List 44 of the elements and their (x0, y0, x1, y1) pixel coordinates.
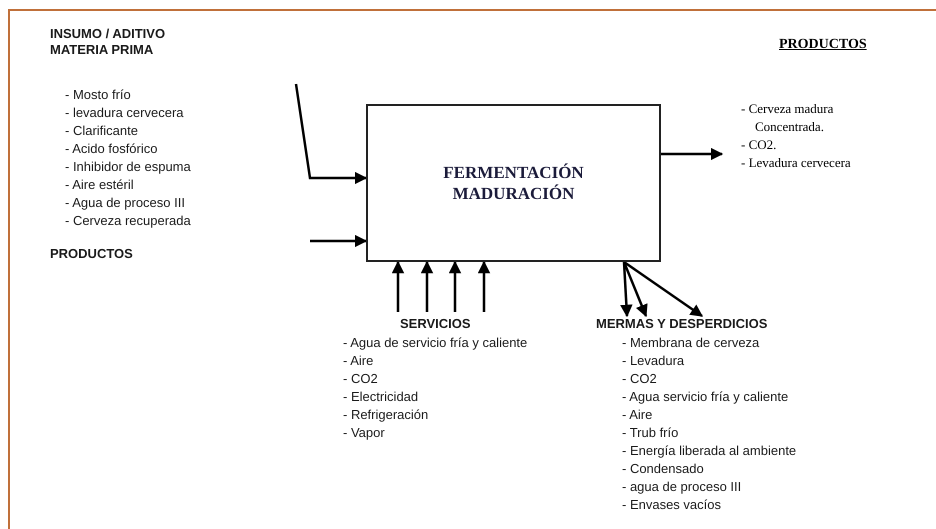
list-item: - CO2 (622, 370, 657, 388)
arrow (620, 262, 633, 318)
list-item: - CO2 (343, 370, 378, 388)
arrow (392, 260, 404, 312)
list-item: - Envases vacíos (622, 496, 721, 514)
process-title: FERMENTACIÓN MADURACIÓN (442, 162, 585, 204)
list-item: - Agua de servicio fría y caliente (343, 334, 528, 352)
list-item: - Aire estéril (64, 176, 134, 194)
section-heading: PRODUCTOS (50, 246, 133, 262)
list-item: - Membrana de cerveza (622, 334, 760, 352)
arrow (448, 260, 462, 312)
list-item: - Inhibidor de espuma (64, 158, 191, 176)
list-item: - Aire (622, 406, 652, 424)
list-item: - agua de proceso III (622, 478, 742, 496)
list-item: - Aire (343, 352, 374, 370)
arrow (661, 148, 724, 160)
arrow (623, 260, 704, 318)
list-item: - levadura cervecera (64, 104, 184, 122)
arrow (310, 234, 368, 248)
list-item: - Clarificante (64, 122, 138, 140)
arrow (622, 262, 648, 318)
section-heading: SERVICIOS (400, 316, 471, 332)
section-heading: MERMAS Y DESPERDICIOS (596, 316, 768, 332)
list-item: - Condensado (622, 460, 704, 478)
section-heading: INSUMO / ADITIVO MATERIA PRIMA (50, 26, 166, 58)
list-item: - Mosto frío (64, 86, 131, 104)
list-item: - Levadura cervecera (741, 154, 852, 172)
list-item: - CO2. (741, 136, 778, 154)
list-item: - Vapor (343, 424, 385, 442)
list-item: - Refrigeración (343, 406, 428, 424)
list-item: - Acido fosfórico (64, 140, 158, 158)
process-box (366, 104, 661, 262)
list-item: - Cerveza recuperada (64, 212, 191, 230)
arrow (420, 260, 434, 312)
list-item: - Energía liberada al ambiente (622, 442, 796, 460)
list-item: - Cerveza madura Concentrada. (741, 100, 834, 136)
arrow (294, 84, 368, 184)
section-heading: PRODUCTOS (779, 36, 867, 54)
list-item: - Agua servicio fría y caliente (622, 388, 788, 406)
list-item: - Electricidad (343, 388, 418, 406)
list-item: - Levadura (622, 352, 684, 370)
arrow (478, 260, 490, 312)
list-item: - Agua de proceso III (64, 194, 185, 212)
list-item: - Trub frío (622, 424, 678, 442)
